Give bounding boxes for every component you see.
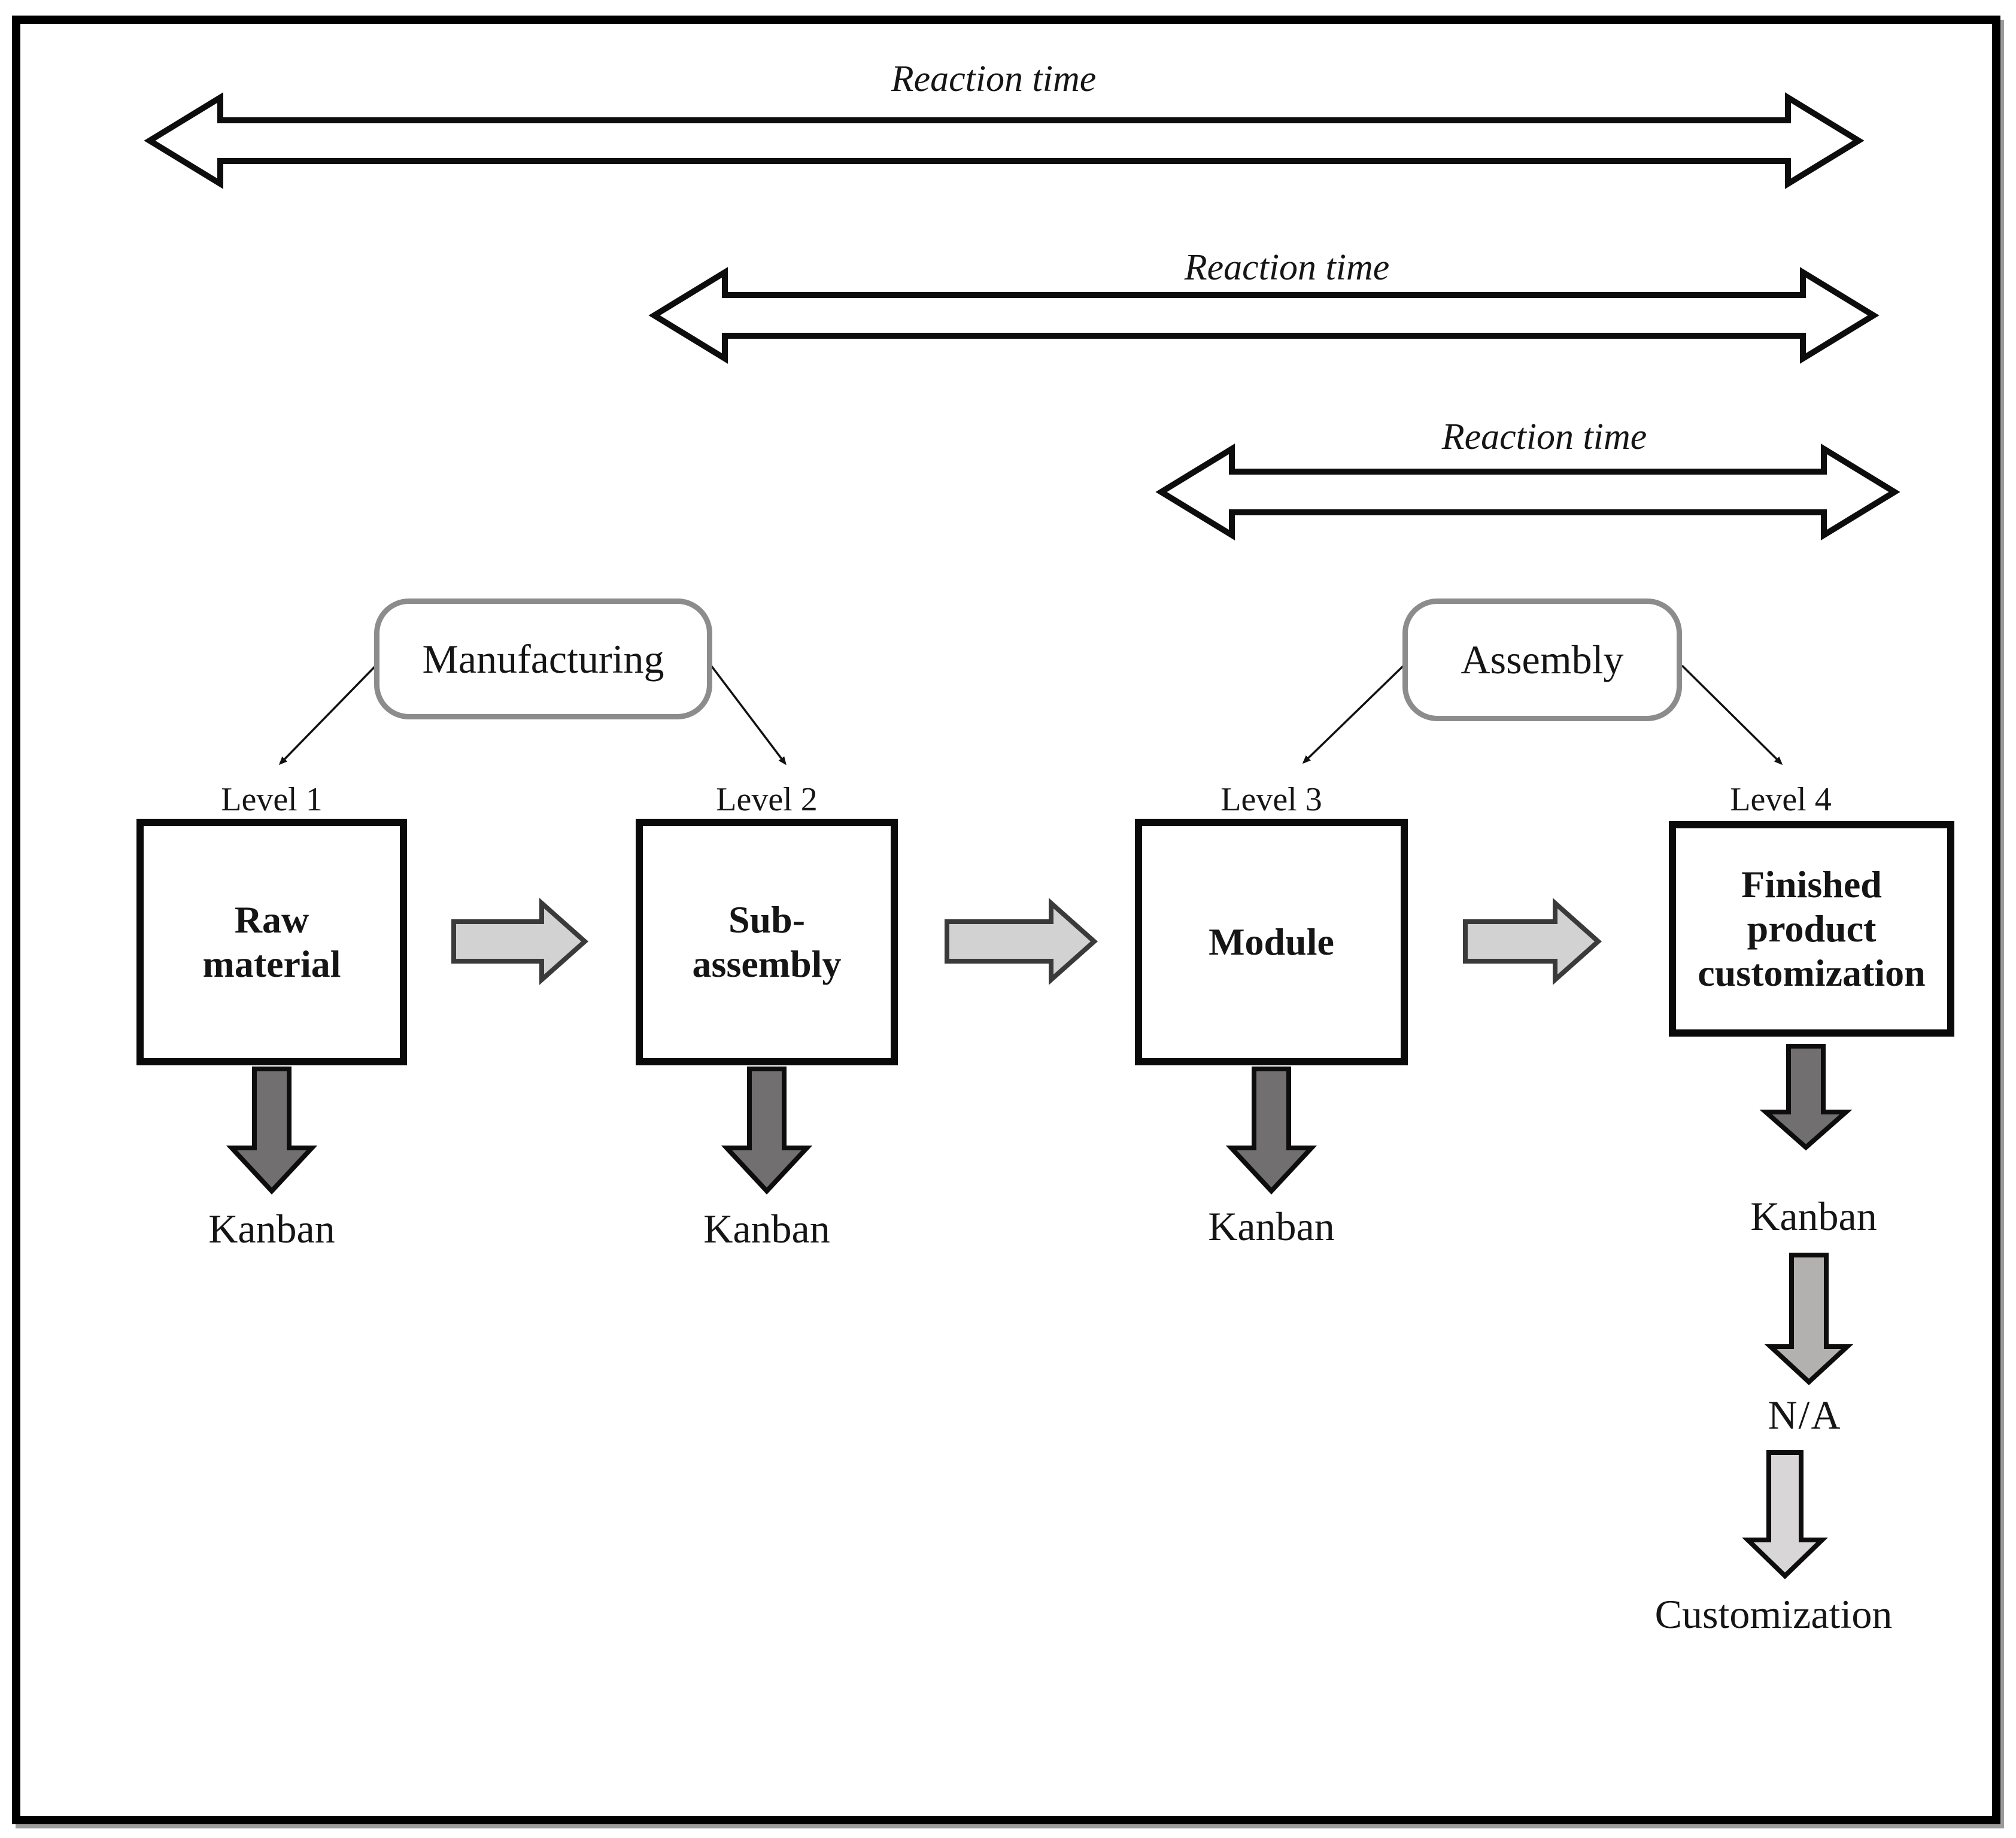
finished-product-line-3: customization xyxy=(1698,952,1926,995)
customization-label: Customization xyxy=(1654,1591,1893,1637)
sub-assembly-line-1: Sub- xyxy=(728,898,806,941)
kanban-label-level4: Kanban xyxy=(1750,1193,1877,1239)
level-1-label: Level 1 xyxy=(221,781,323,818)
module-line-1: Module xyxy=(1209,920,1334,963)
assembly-to-level4-arrow xyxy=(1681,664,1783,765)
reaction-time-arrow-1 xyxy=(144,92,1865,189)
raw-material-line-1: Raw xyxy=(234,898,309,941)
reaction-time-label-2: Reaction time xyxy=(1184,247,1390,288)
kanban-to-na-arrow xyxy=(1764,1253,1854,1386)
sub-assembly-box: Sub- assembly xyxy=(636,819,898,1065)
kanban-arrow-level1 xyxy=(226,1067,318,1195)
kanban-arrow-level3 xyxy=(1225,1067,1317,1195)
flow-arrow-level1-level2 xyxy=(451,898,589,985)
na-to-customization-arrow xyxy=(1742,1450,1828,1579)
na-label: N/A xyxy=(1768,1392,1842,1438)
finished-product-line-1: Finished xyxy=(1741,862,1882,906)
flow-arrow-level2-level3 xyxy=(945,898,1098,985)
level-4-label: Level 4 xyxy=(1730,781,1832,818)
finished-product-box: Finished product customization xyxy=(1669,821,1954,1037)
manufacturing-group-box: Manufacturing xyxy=(374,599,712,719)
level-2-label: Level 2 xyxy=(716,781,818,818)
assembly-to-level3-arrow xyxy=(1302,664,1405,764)
kanban-arrow-level2 xyxy=(721,1067,813,1195)
reaction-time-label-1: Reaction time xyxy=(891,59,1097,99)
manufacturing-to-level2-arrow xyxy=(710,664,787,765)
manufacturing-group-label: Manufacturing xyxy=(422,636,664,682)
manufacturing-to-level1-arrow xyxy=(278,664,377,765)
flow-arrow-level3-level4 xyxy=(1463,898,1602,985)
raw-material-box: Raw material xyxy=(136,819,407,1065)
reaction-time-arrow-2 xyxy=(648,267,1880,364)
reaction-time-label-3: Reaction time xyxy=(1441,417,1647,457)
kanban-arrow-level4 xyxy=(1759,1044,1853,1151)
reaction-time-arrow-3 xyxy=(1155,443,1900,540)
kanban-label-level1: Kanban xyxy=(208,1206,335,1251)
raw-material-line-2: material xyxy=(202,943,341,985)
assembly-group-label: Assembly xyxy=(1461,637,1624,682)
level-3-label: Level 3 xyxy=(1220,781,1322,818)
assembly-group-box: Assembly xyxy=(1402,599,1682,721)
module-box: Module xyxy=(1135,819,1408,1065)
sub-assembly-line-2: assembly xyxy=(692,943,842,985)
kanban-label-level3: Kanban xyxy=(1208,1204,1335,1249)
finished-product-line-2: product xyxy=(1747,907,1877,950)
kanban-label-level2: Kanban xyxy=(703,1206,830,1251)
